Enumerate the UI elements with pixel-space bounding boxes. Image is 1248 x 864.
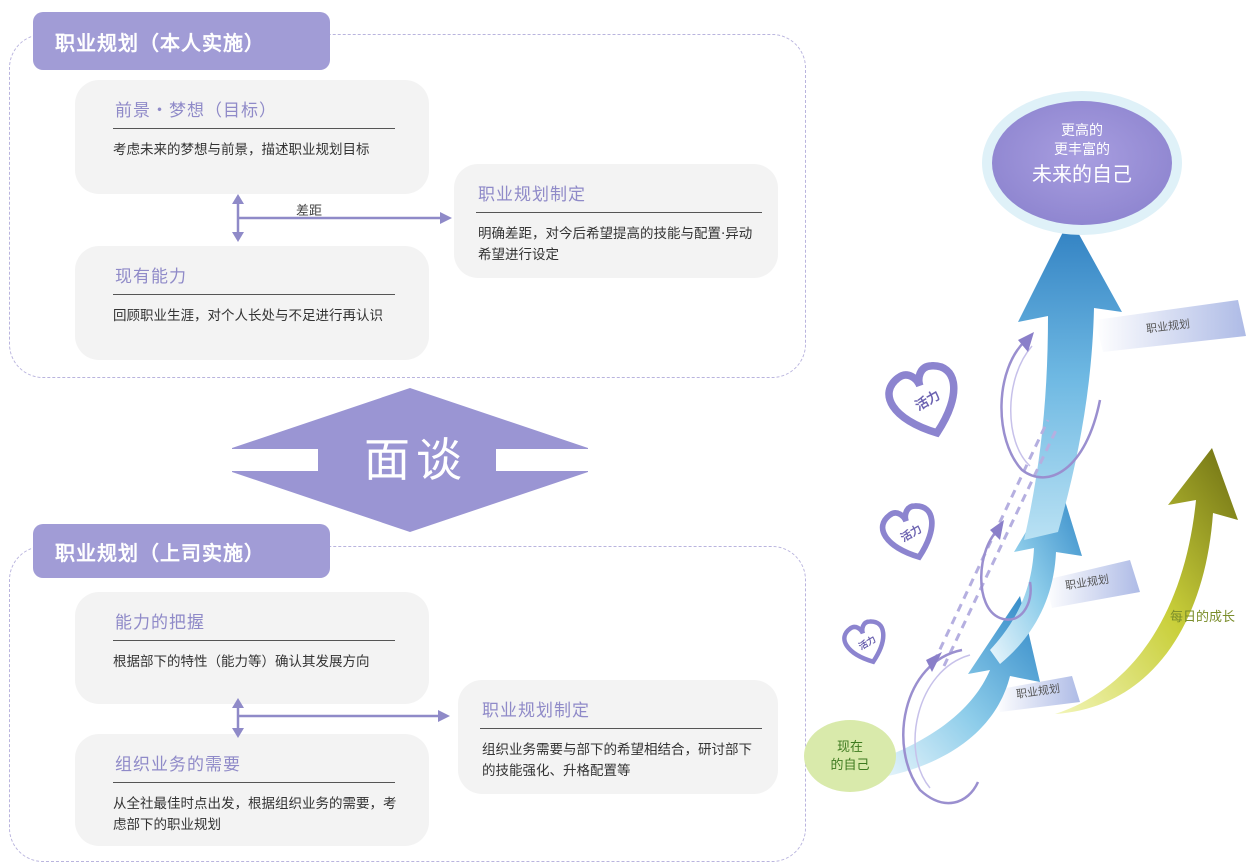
now-line-2: 的自己 [830, 758, 870, 773]
grasp-divider [113, 640, 395, 641]
now-line-1: 现在 [836, 740, 863, 755]
ability-title: 现有能力 [115, 267, 187, 287]
needs-title: 组织业务的需要 [115, 755, 241, 775]
vision-body: 考虑未来的梦想与前景，描述职业规划目标 [113, 142, 370, 158]
interview-label: 面谈 [364, 433, 468, 487]
self-plan-title: 职业规划（本人实施） [33, 12, 330, 70]
boss-plan-card-body: 组织业务需要与部下的希望相结合，研讨部下的技能强化、升格配置等 [482, 742, 752, 779]
vision-card: 前景・梦想（目标） 考虑未来的梦想与前景，描述职业规划目标 [75, 80, 429, 194]
boss-plan-panel [9, 546, 806, 862]
boss-plan-card-divider [480, 728, 762, 729]
vision-title: 前景・梦想（目标） [115, 101, 277, 121]
career-plan-banner-mid: 职业规划 [1064, 572, 1110, 593]
current-self: 现在 的自己 [815, 739, 885, 775]
self-plan-panel [9, 34, 806, 378]
self-plan-card-body: 明确差距，对今后希望提高的技能与配置·异动希望进行设定 [478, 226, 753, 263]
self-plan-card: 职业规划制定 明确差距，对今后希望提高的技能与配置·异动希望进行设定 [454, 164, 778, 278]
grasp-title: 能力的把握 [115, 613, 205, 633]
needs-divider [113, 782, 395, 783]
vitality-label-large: 活力 [912, 388, 944, 415]
ability-body: 回顾职业生涯，对个人长处与不足进行再认识 [113, 308, 383, 324]
needs-body: 从全社最佳时点出发，根据组织业务的需要，考虑部下的职业规划 [113, 796, 397, 833]
self-plan-card-title: 职业规划制定 [478, 185, 586, 205]
career-plan-banner-top: 职业规划 [1145, 317, 1191, 336]
ability-card: 现有能力 回顾职业生涯，对个人长处与不足进行再认识 [75, 246, 429, 360]
daily-growth-label: 每日的成长 [1170, 610, 1236, 625]
vitality-label-mid: 活力 [898, 522, 925, 545]
ability-divider [113, 294, 395, 295]
vitality-label-small: 活力 [857, 634, 879, 653]
goal-line-2: 更丰富的 [1054, 142, 1110, 158]
vision-divider [113, 128, 395, 129]
future-self-goal: 更高的 更丰富的 未来的自己 [1002, 122, 1162, 188]
goal-line-1: 更高的 [1061, 123, 1103, 139]
career-plan-banner-low: 职业规划 [1015, 681, 1061, 701]
boss-plan-card: 职业规划制定 组织业务需要与部下的希望相结合，研讨部下的技能强化、升格配置等 [458, 680, 778, 794]
goal-line-3: 未来的自己 [1032, 162, 1132, 186]
boss-plan-title: 职业规划（上司实施） [33, 524, 330, 578]
boss-plan-card-title: 职业规划制定 [482, 701, 590, 721]
gap-label: 差距 [296, 204, 323, 219]
grasp-body: 根据部下的特性（能力等）确认其发展方向 [113, 654, 370, 670]
grasp-card: 能力的把握 根据部下的特性（能力等）确认其发展方向 [75, 592, 429, 704]
needs-card: 组织业务的需要 从全社最佳时点出发，根据组织业务的需要，考虑部下的职业规划 [75, 734, 429, 846]
self-plan-card-divider [476, 212, 762, 213]
